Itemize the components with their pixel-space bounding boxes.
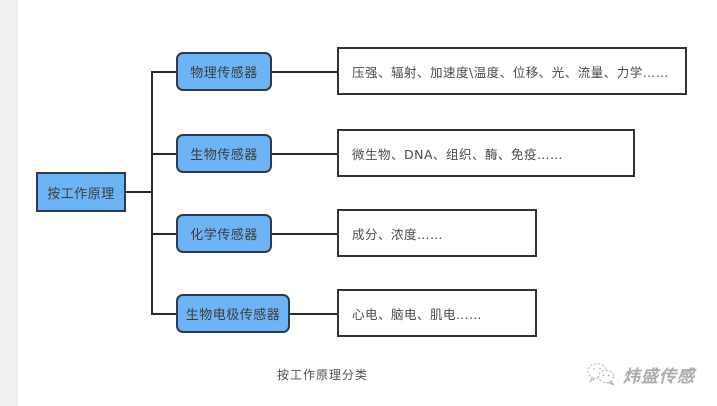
detail-node-bioelectrode-sensor: 心电、脑电、肌电…… xyxy=(337,289,537,337)
category-node-bioelectrode-sensor[interactable]: 生物电极传感器 xyxy=(176,294,290,333)
connector-branch-1 xyxy=(151,71,176,73)
category-node-chemical-sensor[interactable]: 化学传感器 xyxy=(176,214,272,253)
connector-branch-3 xyxy=(151,233,176,235)
detail-node-physical-sensor: 压强、辐射、加速度\温度、位移、光、流量、力学…… xyxy=(337,47,687,95)
watermark: 炜盛传感 xyxy=(586,361,695,387)
connector-detail-1 xyxy=(272,71,337,73)
category-node-label: 生物传感器 xyxy=(190,148,258,163)
detail-node-chemical-sensor: 成分、浓度…… xyxy=(337,209,537,257)
connector-detail-4 xyxy=(290,313,337,315)
detail-node-text: 心电、脑电、肌电…… xyxy=(352,306,483,322)
detail-node-text: 微生物、DNA、组织、酶、免疫…… xyxy=(352,146,564,162)
connector-detail-3 xyxy=(272,233,337,235)
page-left-margin-strip xyxy=(0,0,18,406)
category-node-label: 生物电极传感器 xyxy=(185,308,281,323)
connector-detail-2 xyxy=(272,153,337,155)
category-node-biosensor[interactable]: 生物传感器 xyxy=(176,134,272,173)
detail-node-biosensor: 微生物、DNA、组织、酶、免疫…… xyxy=(337,129,635,177)
connector-root-stub xyxy=(126,191,152,193)
connector-branch-2 xyxy=(151,153,176,155)
category-node-label: 化学传感器 xyxy=(190,228,258,243)
detail-node-text: 成分、浓度…… xyxy=(352,226,444,242)
connector-branch-4 xyxy=(151,313,176,315)
diagram-caption: 按工作原理分类 xyxy=(277,368,369,382)
root-node[interactable]: 按工作原理 xyxy=(36,172,126,212)
category-node-physical-sensor[interactable]: 物理传感器 xyxy=(176,52,272,91)
watermark-text: 炜盛传感 xyxy=(623,366,695,387)
root-node-label: 按工作原理 xyxy=(47,186,115,202)
category-node-label: 物理传感器 xyxy=(190,66,258,81)
connector-trunk xyxy=(151,71,153,313)
detail-node-text: 压强、辐射、加速度\温度、位移、光、流量、力学…… xyxy=(352,64,669,80)
wechat-logo-icon xyxy=(586,361,616,387)
